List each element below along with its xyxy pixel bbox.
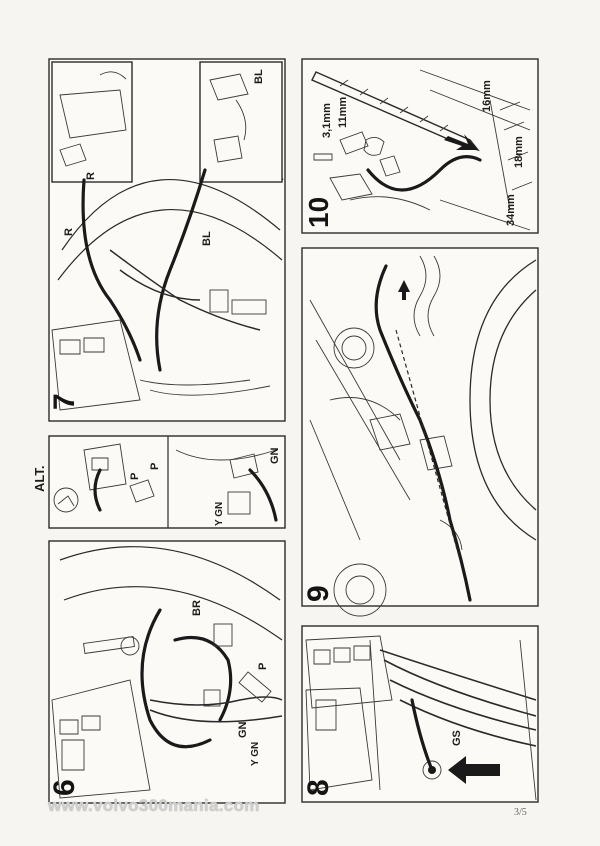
panel-7: 7 R R BL BL bbox=[48, 58, 286, 422]
step-number-6: 6 bbox=[48, 779, 81, 796]
label-gs: GS bbox=[451, 730, 463, 746]
step-number-8: 8 bbox=[302, 779, 335, 796]
step-number-7: 7 bbox=[48, 393, 81, 410]
watermark: www.volvo300mania.com bbox=[48, 796, 260, 815]
panel-alt: ALT. P P Y GN GN bbox=[32, 435, 286, 529]
label-p: P bbox=[257, 663, 269, 670]
dim-3-1mm: 3,1mm bbox=[321, 103, 333, 138]
panel-6: 6 BR P GN Y GN bbox=[48, 540, 286, 804]
dim-16mm: 16mm bbox=[481, 80, 493, 112]
step-number-10: 10 bbox=[303, 197, 334, 228]
label-bl-upper: BL bbox=[253, 69, 265, 84]
alt-label-gn: GN bbox=[269, 447, 281, 464]
panel-9: 9 bbox=[301, 247, 539, 617]
alt-label-p1: P bbox=[129, 473, 141, 480]
panel-8: 8 GS bbox=[301, 625, 539, 803]
label-y-gn: Y GN bbox=[250, 742, 261, 766]
alt-label-y-gn: Y GN bbox=[214, 502, 225, 526]
label-r-lower: R bbox=[63, 228, 75, 236]
label-gn: GN bbox=[237, 721, 249, 738]
label-r-upper: R bbox=[85, 172, 97, 180]
label-bl-lower: BL bbox=[201, 231, 213, 246]
step-number-9: 9 bbox=[302, 585, 335, 602]
dim-11mm: 11mm bbox=[337, 97, 349, 128]
label-br: BR bbox=[191, 600, 203, 616]
alt-label-p2: P bbox=[149, 463, 161, 470]
dim-34mm: 34mm bbox=[505, 194, 517, 226]
alt-title: ALT. bbox=[32, 466, 47, 492]
dim-18mm: 18mm bbox=[513, 136, 525, 168]
page-number: 3/5 bbox=[514, 807, 527, 818]
panel-10: 10 3,1mm 11mm 16mm 18mm 34mm bbox=[301, 58, 539, 234]
